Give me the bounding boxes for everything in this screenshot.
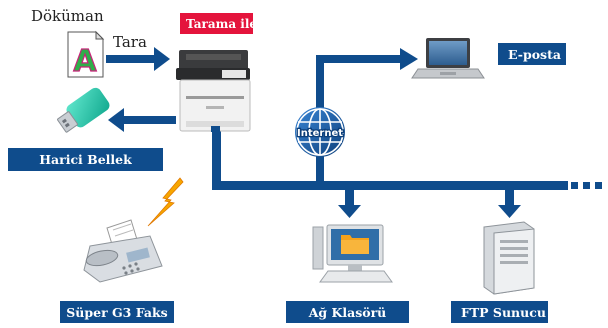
scan-label: Tara — [113, 33, 147, 51]
ftp-server-label: FTP Sunucu — [451, 301, 548, 323]
laptop-icon — [411, 38, 485, 79]
internet-globe-icon: Internet — [295, 107, 345, 157]
document-icon: A — [67, 30, 105, 80]
fax-machine-icon — [83, 219, 163, 283]
document-label: Döküman — [31, 7, 104, 25]
document-glyph: A — [73, 44, 97, 79]
network-folder-label: Ağ Klasörü — [286, 301, 409, 323]
usb-stick-icon — [57, 87, 110, 133]
scan-to-label: Tarama ile — [180, 13, 253, 34]
desktop-computer-icon — [312, 224, 393, 283]
folder-icon — [341, 235, 369, 254]
server-tower-icon — [483, 221, 535, 295]
email-label: E-posta — [498, 43, 566, 65]
lightning-icon — [147, 177, 184, 227]
printer-icon — [176, 50, 251, 132]
internet-label: Internet — [297, 128, 343, 139]
fax-label: Süper G3 Faks — [60, 301, 174, 323]
usb-label: Harici Bellek — [8, 148, 163, 171]
